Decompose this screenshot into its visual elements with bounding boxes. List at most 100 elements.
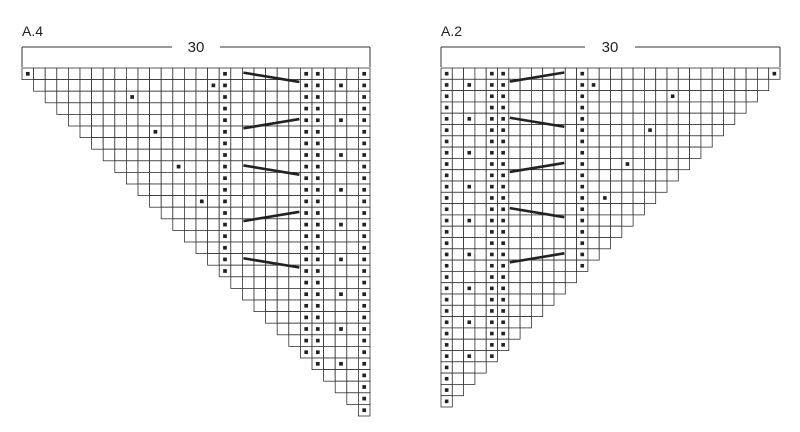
purl-stitch-mark	[444, 388, 449, 392]
chart-cell	[126, 79, 139, 92]
purl-stitch-mark	[315, 153, 320, 157]
chart-cell	[463, 327, 476, 340]
chart-cell	[323, 345, 336, 359]
chart-cell	[183, 218, 197, 231]
chart-cell	[700, 67, 713, 80]
chart-cell	[149, 90, 162, 104]
purl-stitch-mark	[490, 105, 494, 110]
chart-cell	[451, 146, 464, 159]
chart-cell	[451, 282, 464, 295]
chart-cell	[149, 160, 162, 173]
chart-cell	[323, 195, 336, 208]
purl-stitch-mark	[580, 117, 585, 121]
chart-cell	[519, 124, 532, 137]
cable-stitch-line	[243, 164, 300, 177]
chart-cell	[587, 135, 600, 148]
chart-cell	[621, 191, 634, 205]
chart-cell	[346, 102, 359, 115]
chart-cell	[508, 270, 521, 284]
chart-cell	[334, 171, 348, 185]
purl-stitch-mark	[315, 338, 320, 343]
chart-cell	[56, 67, 69, 81]
chart-cell	[723, 67, 736, 80]
chart-cell	[474, 237, 487, 250]
chart-cell	[230, 195, 243, 208]
chart-cell	[553, 112, 566, 125]
chart-cell	[621, 112, 634, 125]
chart-cell	[288, 195, 301, 208]
chart-cell	[451, 338, 464, 351]
chart-cell	[91, 67, 104, 81]
chart-cell	[451, 225, 464, 238]
chart-cell	[265, 148, 278, 162]
chart-cell	[137, 148, 151, 162]
chart-cell	[288, 67, 301, 81]
purl-stitch-mark	[339, 327, 343, 331]
chart-cell	[149, 137, 162, 150]
chart-cell	[610, 180, 623, 193]
chart-cell	[542, 259, 555, 272]
purl-stitch-mark	[490, 230, 494, 234]
chart-cell	[346, 253, 359, 266]
chart-cell	[689, 135, 702, 148]
chart-cell	[553, 225, 566, 238]
chart-cell	[56, 102, 69, 115]
chart-cell	[587, 67, 600, 80]
chart-a2-label: A.2	[441, 23, 462, 39]
purl-stitch-mark	[490, 263, 494, 268]
chart-cell	[677, 146, 690, 159]
chart-cell	[346, 345, 359, 359]
chart-cell	[621, 67, 634, 80]
chart-cell	[542, 214, 555, 227]
chart-cell	[230, 148, 243, 162]
chart-cell	[334, 206, 348, 220]
chart-cell	[207, 195, 220, 208]
chart-cell	[207, 137, 220, 150]
chart-cell	[195, 229, 209, 243]
chart-cell	[757, 67, 770, 80]
chart-cell	[666, 112, 679, 125]
chart-cell	[508, 101, 521, 114]
chart-cell	[195, 218, 209, 231]
purl-stitch-mark	[580, 139, 585, 144]
chart-cell	[531, 180, 544, 193]
chart-cell	[451, 203, 464, 216]
chart-cell	[230, 276, 243, 289]
purl-stitch-mark	[362, 176, 367, 181]
purl-stitch-mark	[362, 385, 367, 389]
chart-cell	[346, 334, 359, 347]
chart-cell	[587, 191, 600, 205]
purl-stitch-mark	[490, 354, 494, 358]
chart-cell	[323, 334, 336, 347]
purl-stitch-mark	[304, 245, 309, 250]
purl-stitch-mark	[304, 71, 309, 76]
purl-stitch-mark	[490, 207, 494, 212]
chart-cell	[610, 67, 623, 80]
purl-stitch-mark	[467, 286, 472, 291]
chart-cell	[542, 180, 555, 193]
chart-cell	[531, 293, 544, 306]
chart-cell	[230, 229, 243, 243]
chart-cell	[149, 79, 162, 92]
chart-cell	[126, 114, 139, 127]
purl-stitch-mark	[490, 309, 494, 313]
chart-cell	[700, 124, 713, 137]
purl-stitch-mark	[501, 230, 505, 234]
purl-stitch-mark	[580, 71, 585, 76]
purl-stitch-mark	[223, 211, 227, 215]
chart-cell	[160, 114, 174, 127]
chart-cell	[346, 90, 359, 104]
chart-cell	[621, 169, 634, 182]
chart-cell	[553, 101, 566, 114]
chart-cell	[632, 67, 645, 80]
chart-cell	[114, 148, 127, 162]
chart-cell	[644, 135, 657, 148]
chart-cell	[172, 125, 185, 139]
chart-cell	[632, 135, 645, 148]
purl-stitch-mark	[223, 199, 227, 204]
purl-stitch-mark	[444, 162, 449, 166]
chart-cell	[346, 322, 359, 336]
purl-stitch-mark	[490, 184, 494, 189]
chart-cell	[288, 218, 301, 231]
chart-cell	[68, 79, 81, 92]
